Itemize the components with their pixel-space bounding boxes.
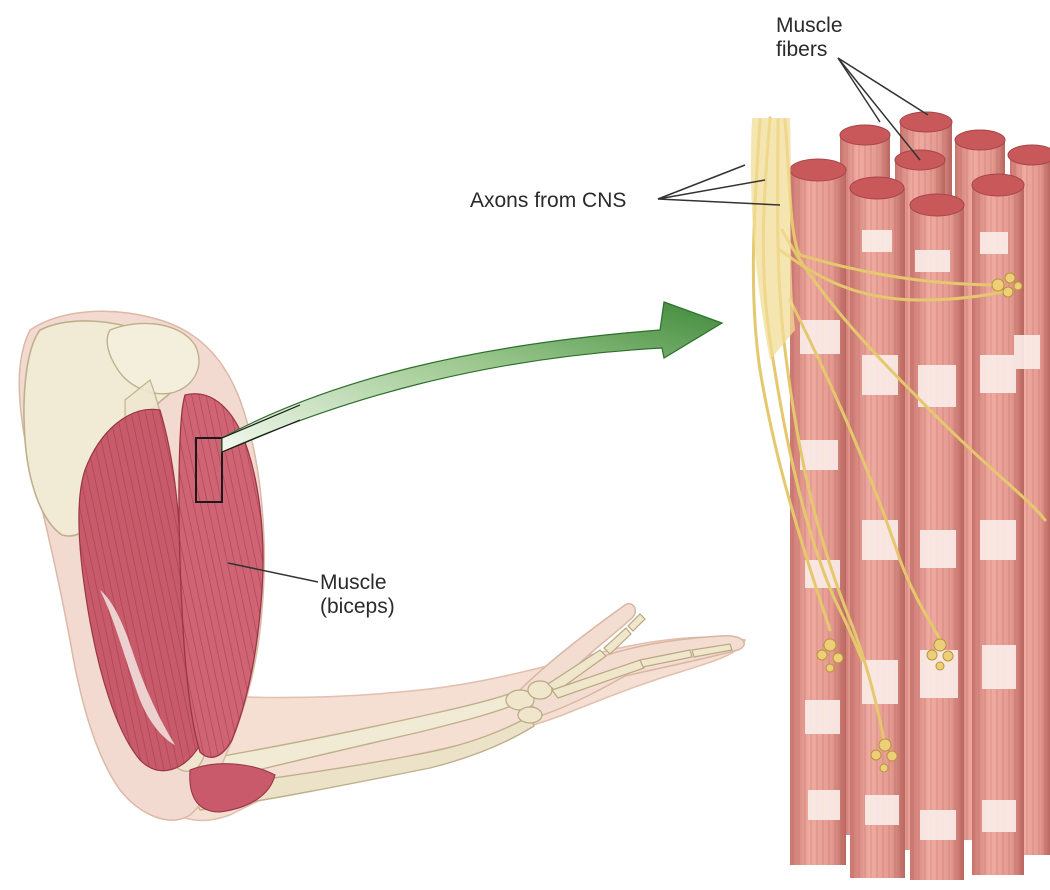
leader-axons-2 <box>658 180 765 199</box>
axon-sheath <box>751 118 795 360</box>
muscle-biceps-label: Muscle (biceps) <box>320 571 395 619</box>
brachioradialis <box>190 764 275 812</box>
zoom-arrow <box>222 302 722 452</box>
leader-axons-1 <box>658 165 745 199</box>
leader-fibers-1 <box>838 58 880 122</box>
muscle-label-line2: (biceps) <box>320 595 395 619</box>
fiber-bundle <box>751 112 1050 880</box>
muscle-fibers-label-line2: fibers <box>776 38 843 62</box>
muscle-fibers-label: Muscle fibers <box>776 14 843 62</box>
muscle-fibers-label-line1: Muscle <box>776 14 843 38</box>
leader-fibers-3 <box>838 58 928 115</box>
zoom-arrow-wedge <box>222 302 722 452</box>
axons-label: Axons from CNS <box>470 189 626 213</box>
muscle-label-line1: Muscle <box>320 571 395 595</box>
